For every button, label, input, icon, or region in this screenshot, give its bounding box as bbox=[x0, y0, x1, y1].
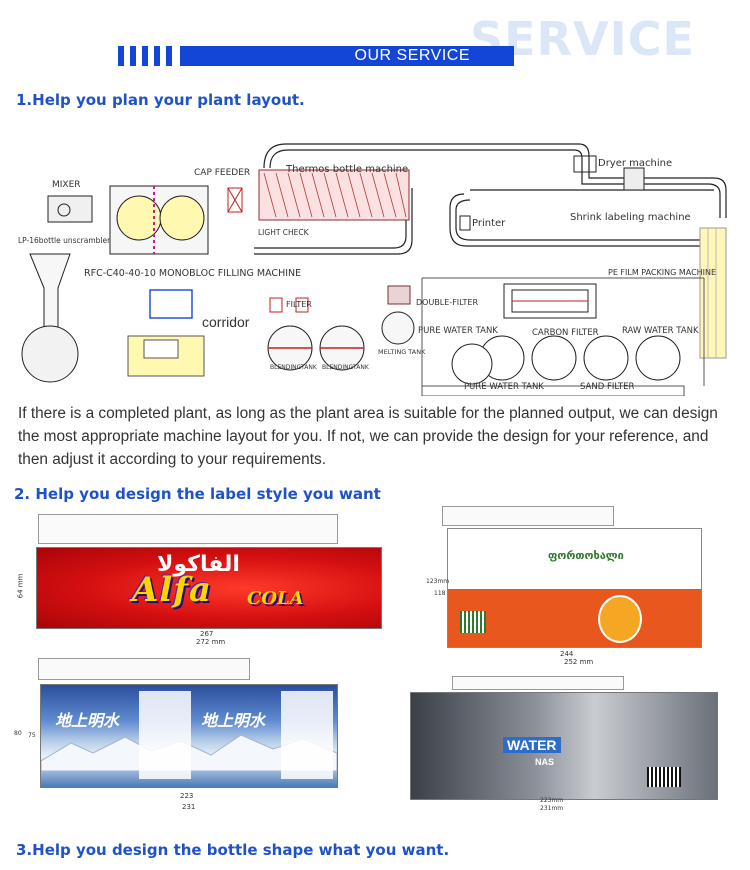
plant-layout-diagram: MIXER LP-16bottle unscrambler CAP FEEDER… bbox=[14, 128, 736, 397]
alfa-cola-label: الفاكولا Alfa COLA bbox=[36, 547, 382, 629]
label-printer: Printer bbox=[472, 218, 506, 229]
label-melting-tank: MELTING TANK bbox=[378, 348, 426, 356]
label-blending-tank-2: BLENDINGTANK bbox=[322, 364, 369, 371]
label-raw-water-tank: RAW WATER TANK bbox=[622, 326, 699, 336]
grey-dim-inner: 223mm bbox=[540, 797, 564, 804]
water-info-panel-right bbox=[281, 691, 333, 779]
alfa-arabic-text: الفاكولا bbox=[157, 552, 240, 577]
label-mixer: MIXER bbox=[52, 180, 81, 190]
label-pure-water-tank-bottom: PURE WATER TANK bbox=[464, 382, 544, 392]
water-label: 地上明水 地上明水 bbox=[40, 684, 338, 788]
orange-dim-h2: 118 bbox=[434, 590, 446, 597]
label-corridor: corridor bbox=[202, 314, 250, 330]
orange-barcode bbox=[460, 611, 486, 633]
label-thermos: Thermos bottle machine bbox=[286, 164, 409, 175]
alfa-dim-outer: 272 mm bbox=[196, 638, 226, 646]
orange-band bbox=[448, 589, 701, 647]
label-lp16: LP-16bottle unscrambler bbox=[18, 236, 111, 245]
header-stripes bbox=[118, 46, 178, 66]
label-light-check: LIGHT CHECK bbox=[258, 228, 309, 237]
orange-dim-h1: 123mm bbox=[426, 578, 450, 585]
alfa-dim-height: 64 mm bbox=[16, 573, 25, 599]
label-pe-film: PE FILM PACKING MACHINE bbox=[608, 268, 717, 277]
water-dim-outer: 231 bbox=[182, 803, 196, 811]
orange-brand: ფორთოხალი bbox=[548, 549, 624, 562]
water-title-left: 地上明水 bbox=[55, 711, 120, 730]
grey-water-label: WATER NAS bbox=[410, 692, 718, 800]
label-dryer: Dryer machine bbox=[598, 158, 673, 169]
orange-dim-inner: 244 bbox=[560, 650, 574, 658]
label-sand-filter: SAND FILTER bbox=[580, 382, 635, 392]
section1-title: 1.Help you plan your plant layout. bbox=[16, 91, 305, 109]
water-dim-h-inner: 75 bbox=[28, 732, 36, 739]
label-shrink: Shrink labeling machine bbox=[570, 212, 691, 223]
label-rfc: RFC-C40-40-10 MONOBLOC FILLING MACHINE bbox=[84, 268, 302, 279]
section2-title: 2. Help you design the label style you w… bbox=[14, 485, 381, 503]
grey-dim-outer: 231mm bbox=[540, 805, 564, 812]
our-service-banner: OUR SERVICE bbox=[180, 46, 514, 66]
cola-brand: COLA bbox=[247, 588, 304, 609]
section3-title: 3.Help you design the bottle shape what … bbox=[16, 841, 450, 859]
alfa-dim-inner: 267 bbox=[200, 630, 214, 638]
orange-fruit bbox=[598, 595, 642, 643]
label-filter: FILTER bbox=[286, 300, 312, 309]
label-cap-feeder: CAP FEEDER bbox=[194, 168, 251, 178]
label-double-filter: DOUBLE-FILTER bbox=[416, 298, 479, 307]
water-info-panel-left bbox=[139, 691, 191, 779]
water-title-right: 地上明水 bbox=[201, 711, 266, 730]
grey-water-word: WATER bbox=[503, 737, 561, 753]
water-dim-inner: 223 bbox=[180, 792, 194, 800]
layout-paragraph: If there is a completed plant, as long a… bbox=[18, 405, 718, 468]
label-carbon-filter: CARBON FILTER bbox=[532, 328, 599, 338]
orange-dim-outer: 252 mm bbox=[564, 658, 594, 666]
water-dim-h: 80 bbox=[14, 730, 22, 737]
label-blending-tank-1: BLENDINGTANK bbox=[270, 364, 317, 371]
label-pure-water-tank-top: PURE WATER TANK bbox=[418, 326, 498, 336]
grey-barcode bbox=[647, 767, 681, 787]
grey-brand: NAS bbox=[535, 757, 555, 767]
orange-label: ფორთოხალი bbox=[447, 528, 702, 648]
alfa-brand: Alfa bbox=[132, 570, 212, 610]
